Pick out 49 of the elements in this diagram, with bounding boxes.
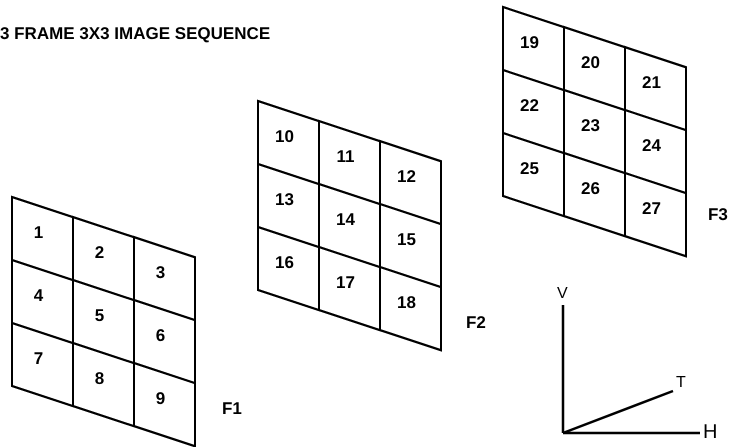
frame-label: F2 [466,313,486,333]
cell-number: 25 [520,160,539,178]
cell-number: 7 [34,350,44,368]
axis-label: T [676,374,686,392]
grid-cell [564,153,625,236]
cell-number: 1 [34,224,44,242]
grid-cell [625,173,686,256]
grid-cell [134,363,195,446]
cell-number: 3 [156,264,166,282]
cell-number: 12 [397,168,416,186]
cell-number: 8 [94,370,104,388]
cell-number: 24 [642,136,661,155]
cell-number: 19 [520,34,539,52]
cell-number: 26 [581,180,600,198]
cell-number: 22 [520,96,539,115]
cell-number: 4 [34,286,44,305]
cell-number: 2 [94,244,104,262]
cell-number: 16 [275,254,294,272]
cell-number: 20 [581,54,600,72]
grid-cell [503,133,564,216]
grid-cell [625,110,686,194]
cell-number: 11 [336,148,354,166]
grid-cell [380,141,441,224]
frame-label: F3 [708,205,728,225]
cell-number: 9 [156,390,166,408]
cell-number: 14 [336,210,355,229]
grid-cell [258,227,319,310]
cell-number: 27 [642,200,661,218]
grid-cell [134,300,195,384]
title: 3 FRAME 3X3 IMAGE SEQUENCE [0,24,270,44]
grid-cell [12,323,73,406]
cell-number: 13 [275,190,294,209]
cell-number: 10 [275,128,294,146]
frame-label: F1 [222,399,242,419]
cell-number: 23 [581,116,600,135]
cell-number: 6 [156,326,166,345]
cell-number: 18 [397,294,416,312]
axis-label: V [557,285,568,303]
cell-number: 17 [336,274,355,292]
grid-cell [134,237,195,320]
axis-label: H [703,421,718,444]
grid-cell [380,267,441,350]
cell-number: 15 [397,230,416,249]
cell-number: 5 [94,306,104,325]
grid-cell [380,204,441,288]
cell-number: 21 [642,74,661,92]
grid-cell [625,47,686,130]
grid-cell [73,343,134,426]
grid-cell [319,247,380,330]
